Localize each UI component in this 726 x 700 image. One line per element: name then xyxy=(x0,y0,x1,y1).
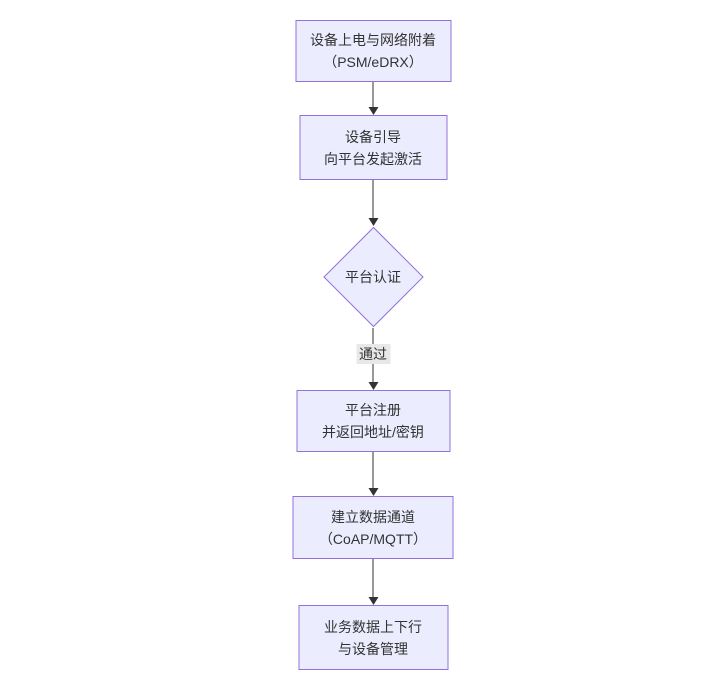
node-text-line: （PSM/eDRX） xyxy=(323,54,423,70)
node-text-line: 设备上电与网络附着 xyxy=(310,32,436,48)
arrowhead-icon xyxy=(368,488,378,496)
node-text-line: 并返回地址/密钥 xyxy=(322,424,424,440)
node-text-line: 向平台发起激活 xyxy=(324,150,422,167)
node-register: 平台注册 并返回地址/密钥 xyxy=(296,390,450,452)
node-text-line: 建立数据通道 xyxy=(331,508,415,525)
arrow-line xyxy=(372,180,374,218)
node-text-line: （CoAP/MQTT） xyxy=(318,530,428,547)
arrowhead-icon xyxy=(368,218,378,226)
node-text-line: 设备引导 xyxy=(345,128,401,145)
arrow-down xyxy=(368,559,378,605)
arrow-line xyxy=(372,559,374,597)
node-bootstrap: 设备引导 向平台发起激活 xyxy=(299,115,447,180)
flowchart: 设备上电与网络附着 （PSM/eDRX） 设备引导 向平台发起激活 平台认证 通… xyxy=(292,20,454,670)
node-text-line: 与设备管理 xyxy=(338,640,408,657)
node-auth-decision: 平台认证 xyxy=(322,226,424,328)
node-text-line: 业务数据上下行 xyxy=(324,618,422,635)
node-text-line: 平台注册 xyxy=(345,402,401,418)
arrow-down-labeled: 通过 xyxy=(356,328,390,390)
node-data-channel: 建立数据通道 （CoAP/MQTT） xyxy=(292,496,454,559)
arrow-down xyxy=(368,82,378,115)
node-power-attach: 设备上电与网络附着 （PSM/eDRX） xyxy=(295,20,451,82)
arrow-line xyxy=(372,82,374,107)
arrow-down xyxy=(368,452,378,496)
node-text-line: 平台认证 xyxy=(345,269,401,285)
arrowhead-icon xyxy=(368,597,378,605)
arrow-down xyxy=(368,180,378,226)
node-business-data: 业务数据上下行 与设备管理 xyxy=(298,605,448,670)
arrowhead-icon xyxy=(368,107,378,115)
arrowhead-icon xyxy=(368,382,378,390)
arrow-line xyxy=(372,452,374,488)
edge-label-pass: 通过 xyxy=(356,344,390,365)
